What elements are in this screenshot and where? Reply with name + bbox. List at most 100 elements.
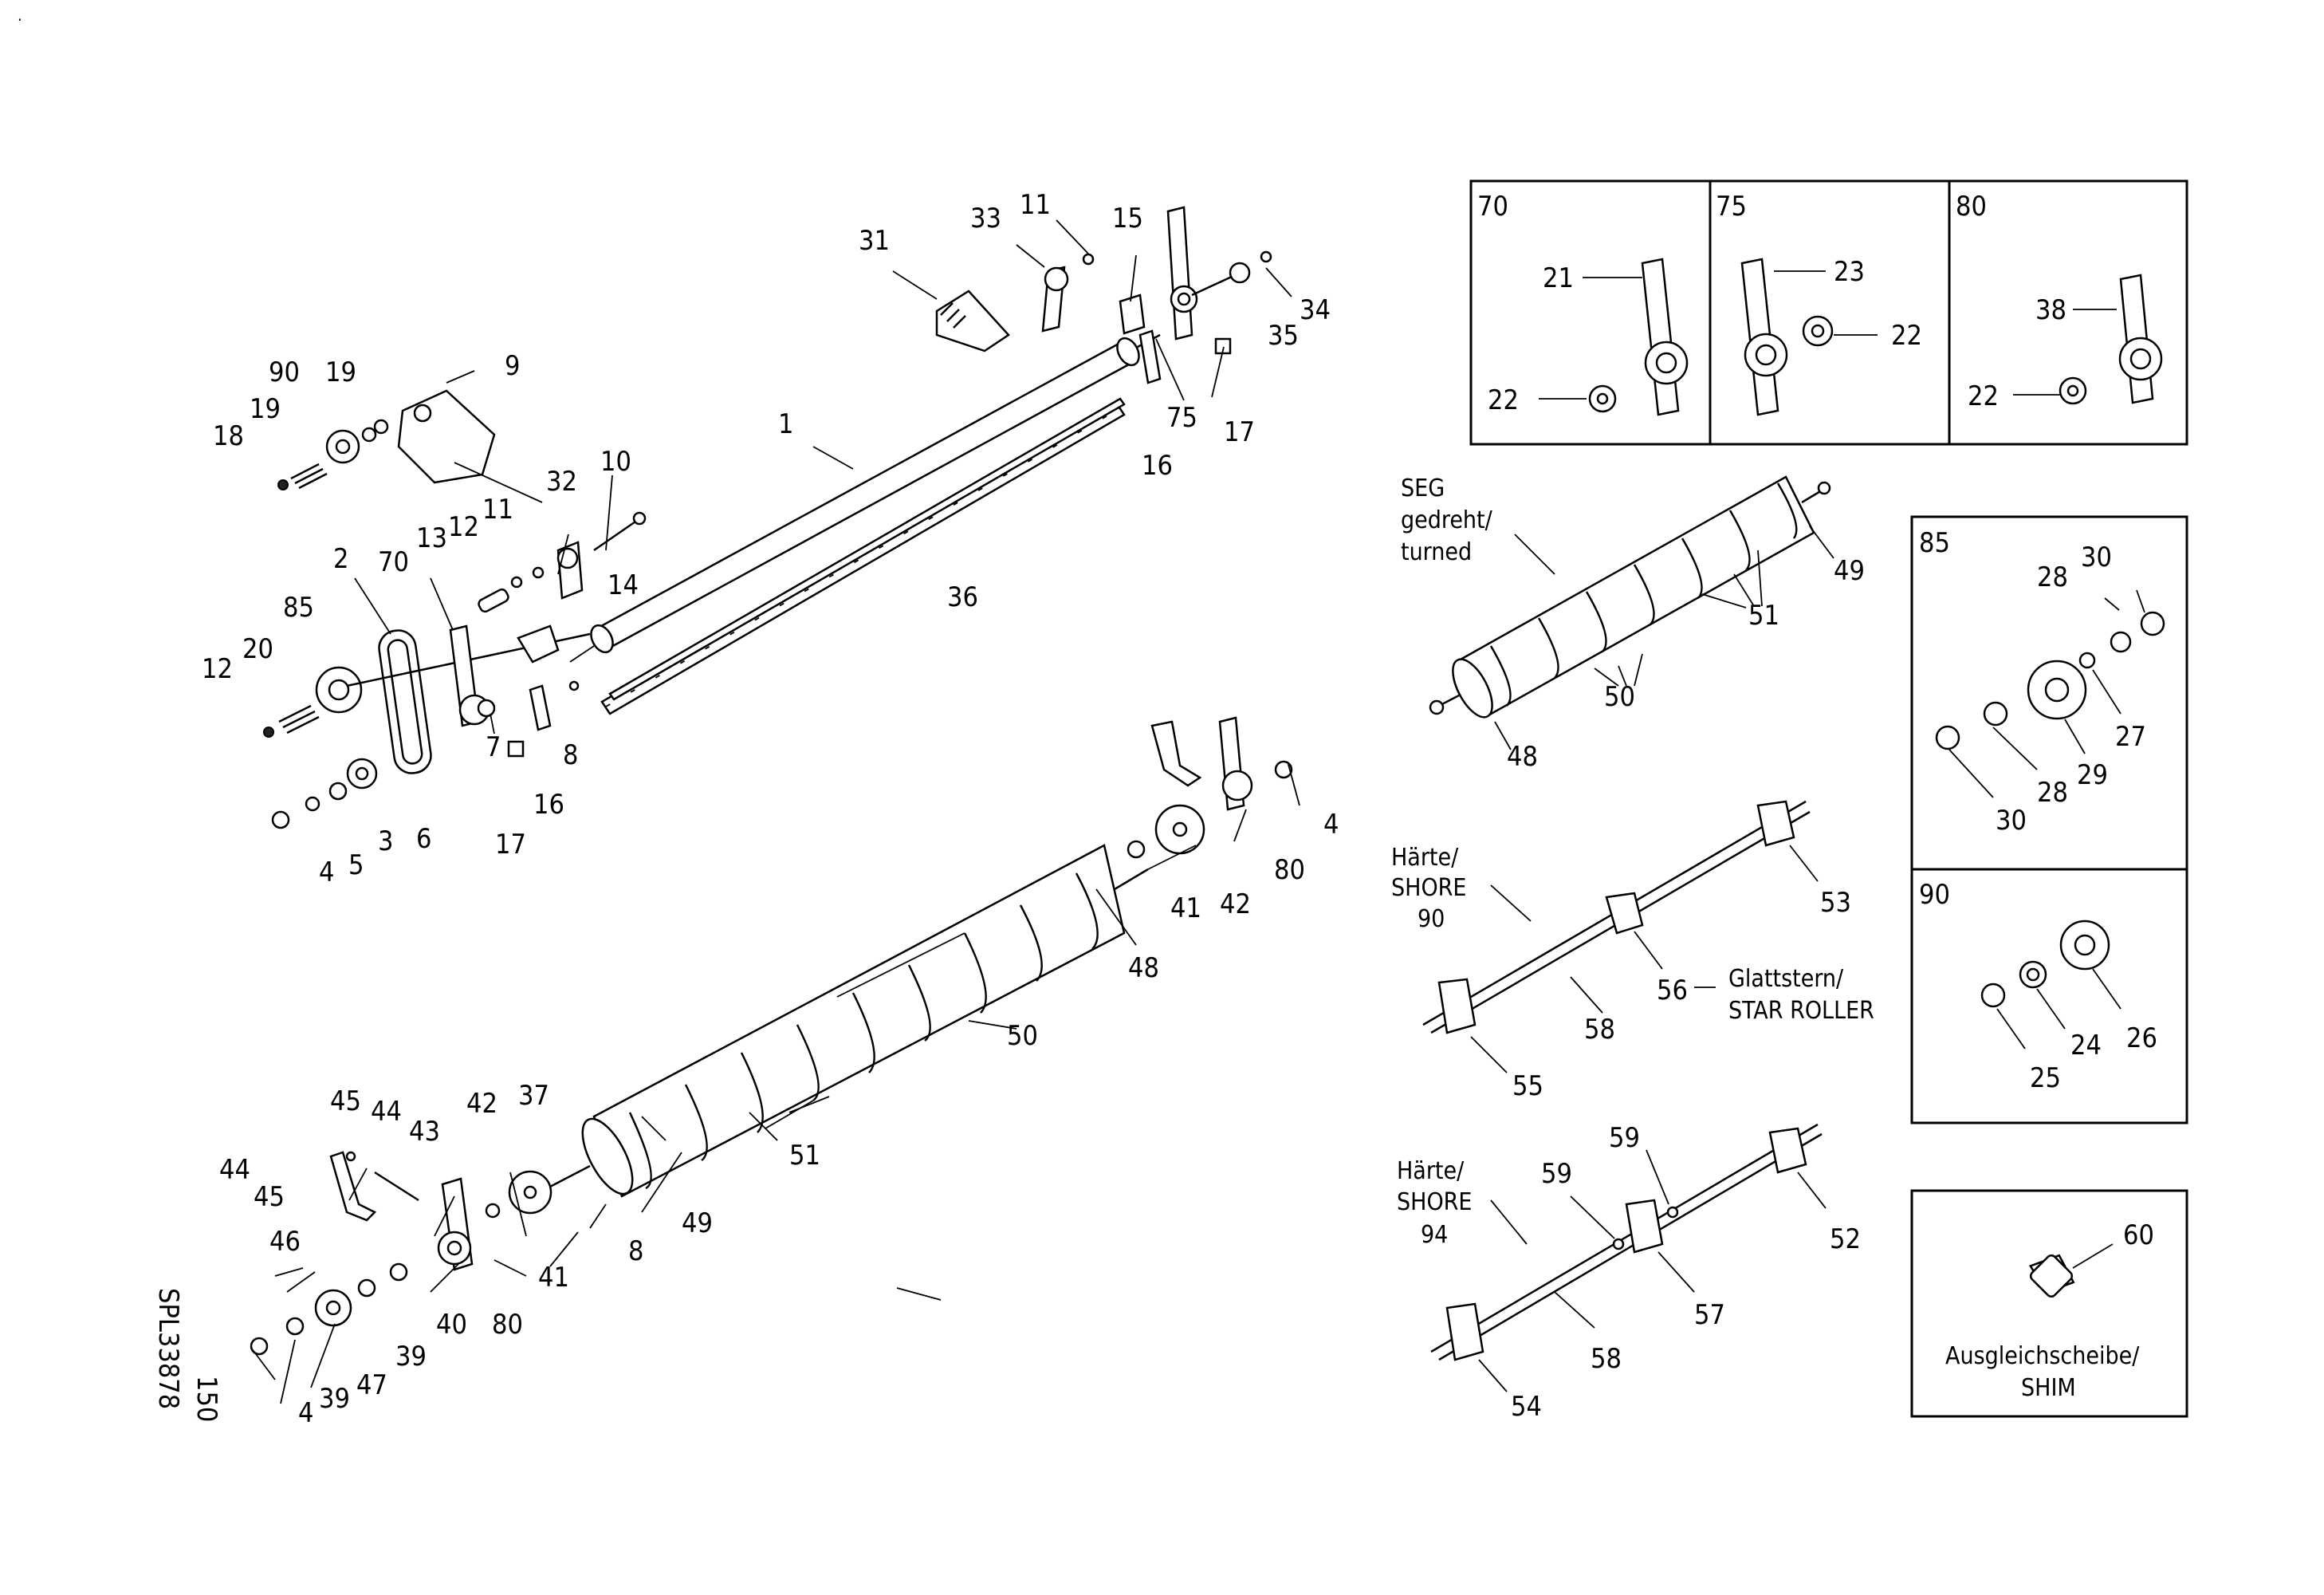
box85-title: 85	[1919, 527, 1950, 559]
svg-text:44: 44	[371, 1096, 402, 1128]
box70-label-21: 21	[1543, 262, 1574, 294]
shore94-line1: Härte/	[1397, 1157, 1465, 1185]
svg-text:4: 4	[298, 1397, 313, 1429]
shore90-line1: Härte/	[1391, 844, 1459, 872]
svg-text:50: 50	[1007, 1020, 1038, 1052]
svg-text:9: 9	[505, 350, 520, 382]
svg-text:19: 19	[250, 393, 281, 425]
box70-title: 70	[1477, 191, 1508, 223]
svg-text:35: 35	[1268, 320, 1299, 352]
svg-text:85: 85	[283, 592, 314, 624]
shore94-label-59a: 59	[1541, 1158, 1572, 1190]
svg-text:37: 37	[518, 1080, 549, 1112]
seg-label-49: 49	[1834, 555, 1865, 587]
shore-94-roller: Härte/ SHORE 94 52 54 57 58 59 59	[1397, 1122, 1861, 1423]
star-roller-line2: STAR ROLLER	[1728, 997, 1874, 1025]
svg-text:34: 34	[1300, 294, 1331, 326]
svg-text:2: 2	[333, 543, 348, 575]
shim-caption-line2: SHIM	[2021, 1374, 2076, 1402]
variant-boxes-middle: 85 28 30 27 29 28 30 90 24 26 25	[1910, 515, 2188, 1124]
box80-title: 80	[1956, 191, 1987, 223]
box90-label-25: 25	[2030, 1062, 2061, 1094]
svg-text:32: 32	[546, 466, 577, 498]
svg-text:49: 49	[682, 1207, 713, 1239]
svg-text:42: 42	[1220, 888, 1251, 920]
svg-text:17: 17	[1224, 416, 1255, 448]
svg-text:80: 80	[1274, 854, 1305, 886]
svg-text:45: 45	[330, 1085, 361, 1117]
shore90-label-53: 53	[1820, 887, 1851, 919]
svg-text:45: 45	[254, 1181, 285, 1213]
variant-boxes-top: 70 21 22 75 23 22 80 38 22	[1469, 179, 2188, 446]
svg-text:75: 75	[1166, 402, 1197, 434]
svg-text:19: 19	[325, 356, 356, 388]
svg-text:18: 18	[213, 420, 244, 452]
svg-text:12: 12	[448, 511, 479, 543]
shore90-line2: SHORE	[1391, 874, 1466, 902]
svg-text:16: 16	[533, 789, 564, 821]
seg-label-48: 48	[1507, 741, 1538, 773]
callouts-lower: 4 80 42 41 48 50 51 49 8 41 37 42 80 40 …	[219, 809, 1339, 1429]
shim-number: 60	[2123, 1219, 2154, 1251]
box85-label-29: 29	[2077, 759, 2108, 791]
svg-text:11: 11	[1020, 189, 1051, 221]
seg-label-50: 50	[1604, 681, 1635, 713]
svg-text:1: 1	[778, 408, 793, 440]
seg-line1: SEG	[1401, 475, 1445, 502]
shore94-line3: 94	[1421, 1221, 1448, 1249]
shim-caption-line1: Ausgleichscheibe/	[1945, 1342, 2140, 1370]
svg-text:10: 10	[600, 446, 631, 478]
box75-label-23: 23	[1834, 256, 1865, 288]
svg-text:31: 31	[859, 225, 890, 257]
svg-text:12: 12	[202, 653, 233, 685]
svg-text:39: 39	[395, 1341, 427, 1372]
shore90-label-55: 55	[1512, 1070, 1543, 1102]
svg-text:39: 39	[319, 1383, 350, 1415]
svg-text:44: 44	[219, 1154, 250, 1186]
svg-text:43: 43	[409, 1116, 440, 1148]
box90-label-26: 26	[2126, 1022, 2157, 1054]
box70-label-22: 22	[1488, 384, 1519, 416]
shore94-label-52: 52	[1830, 1223, 1861, 1255]
box75-label-22: 22	[1891, 320, 1922, 352]
shore94-label-57: 57	[1694, 1299, 1725, 1331]
seg-line2: gedreht/	[1401, 506, 1493, 534]
svg-text:40: 40	[436, 1309, 467, 1341]
svg-text:16: 16	[1142, 450, 1173, 482]
svg-text:15: 15	[1112, 203, 1143, 234]
lower-spiral-roller	[250, 716, 1293, 1356]
box85-label-30b: 30	[1996, 805, 2027, 837]
svg-text:51: 51	[789, 1140, 820, 1172]
svg-text:41: 41	[538, 1262, 569, 1294]
svg-text:3: 3	[378, 825, 393, 857]
box90-title: 90	[1919, 879, 1950, 911]
shore94-line2: SHORE	[1397, 1188, 1472, 1216]
svg-text:36: 36	[947, 581, 978, 613]
seg-line3: turned	[1401, 538, 1472, 566]
svg-text:70: 70	[378, 546, 409, 578]
svg-text:4: 4	[319, 857, 334, 888]
svg-text:4: 4	[1323, 809, 1339, 841]
svg-text:48: 48	[1128, 952, 1159, 984]
svg-text:14: 14	[608, 569, 639, 601]
svg-text:46: 46	[269, 1226, 301, 1258]
page-number: 150	[191, 1376, 222, 1422]
svg-text:7: 7	[486, 731, 501, 763]
shore94-label-58: 58	[1591, 1343, 1622, 1375]
svg-text:47: 47	[356, 1369, 387, 1401]
side-code: SPL33878 150	[152, 1288, 222, 1422]
shore90-label-58: 58	[1584, 1014, 1615, 1046]
svg-text:5: 5	[348, 849, 364, 881]
svg-text:11: 11	[482, 494, 513, 526]
svg-text:41: 41	[1170, 892, 1201, 924]
box80-label-38: 38	[2035, 294, 2066, 326]
leader-lines-left	[250, 219, 1300, 1404]
svg-text:42: 42	[466, 1088, 497, 1120]
shim-box: 60 Ausgleichscheibe/ SHIM	[1910, 1189, 2188, 1418]
box85-label-28a: 28	[2037, 561, 2068, 593]
shore94-label-59b: 59	[1609, 1122, 1640, 1154]
shore94-label-54: 54	[1511, 1391, 1542, 1423]
shore-90-roller: Härte/ SHORE 90 53 55 56 58 Glattstern/ …	[1391, 800, 1874, 1102]
box75-title: 75	[1716, 191, 1747, 223]
